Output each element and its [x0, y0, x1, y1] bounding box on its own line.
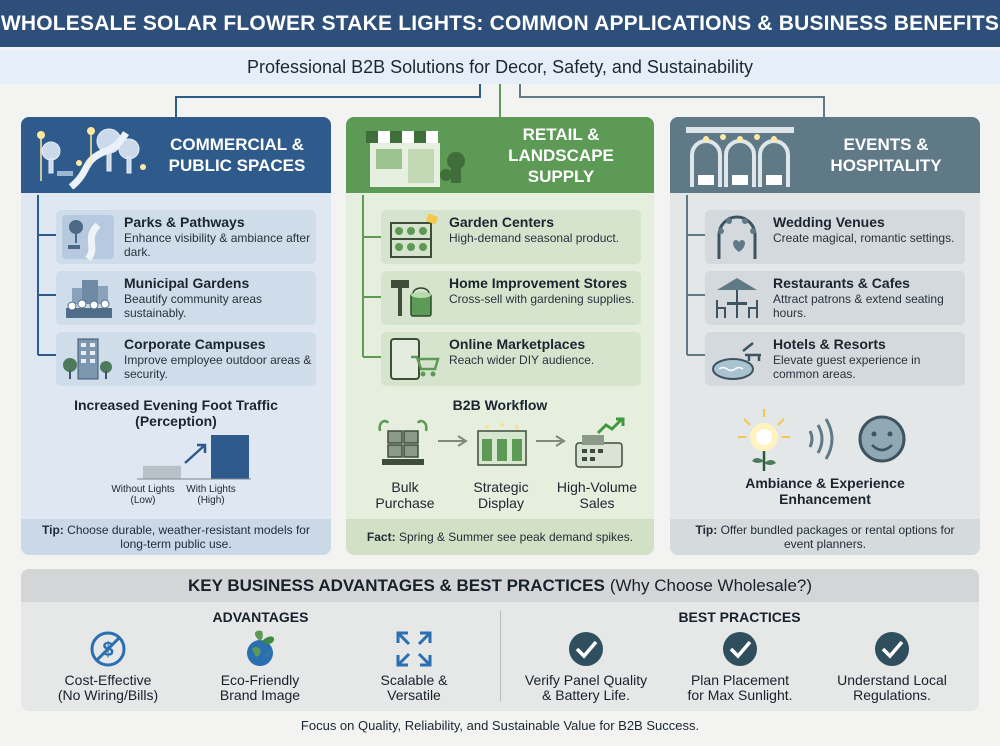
item-title: Wedding Venues — [773, 214, 885, 230]
eco-globe-icon — [247, 630, 275, 666]
cafe-table-icon — [716, 278, 758, 318]
item-desc: Enhance visibility & ambiance after dark… — [124, 231, 311, 259]
display-icon — [477, 423, 527, 466]
panel-commercial-public: COMMERCIAL & PUBLIC SPACES Parks & Pathw… — [21, 117, 331, 555]
list-item: Online Marketplaces Reach wider DIY audi… — [381, 332, 641, 386]
workflow-step-2: Strategic Display — [473, 479, 529, 511]
advantage-item: Eco-Friendly Brand Image — [185, 629, 335, 703]
footer-text: Focus on Quality, Reliability, and Susta… — [300, 718, 700, 733]
smiley-face-icon — [858, 415, 906, 463]
bar-label-high: With Lights (High) — [186, 484, 236, 506]
panel-header: EVENTS & HOSPITALITY — [670, 117, 980, 193]
item-title: Corporate Campuses — [124, 336, 266, 352]
expand-arrows-icon — [396, 631, 432, 667]
tree-connector — [37, 195, 56, 356]
garden-icon — [66, 280, 112, 318]
foot-traffic-title: Increased Evening Foot Traffic (Percepti… — [74, 397, 278, 429]
arcade-venue-icon — [686, 127, 794, 187]
item-title: Home Improvement Stores — [449, 275, 628, 291]
item-desc: Improve employee outdoor areas & securit… — [124, 353, 312, 381]
trend-arrow-icon — [184, 443, 207, 464]
page-subtitle: Professional B2B Solutions for Decor, Sa… — [0, 50, 1000, 84]
ambiance-icons — [738, 409, 906, 471]
item-desc: Elevate guest experience in common areas… — [773, 353, 921, 381]
check-circle-icon — [875, 632, 909, 666]
sound-waves-icon — [808, 418, 834, 460]
column-divider — [500, 611, 501, 701]
key-advantages-section: KEY BUSINESS ADVANTAGES & BEST PRACTICES… — [21, 569, 979, 711]
tablet-cart-icon — [390, 338, 440, 380]
panel-events-hospitality: EVENTS & HOSPITALITY Wedding Venues Crea… — [670, 117, 980, 555]
page-title: WHOLESALE SOLAR FLOWER STAKE LIGHTS: COM… — [0, 0, 1000, 47]
check-circle-icon — [723, 632, 757, 666]
panel-header: COMMERCIAL & PUBLIC SPACES — [21, 117, 331, 193]
advantages-title: ADVANTAGES — [212, 609, 309, 625]
best-practice-item: Plan Placement for Max Sunlight. — [665, 629, 815, 703]
plant-shelf-icon — [390, 213, 439, 258]
pool-lounger-icon — [712, 342, 761, 380]
advantage-item: $ Cost-Effective (No Wiring/Bills) — [33, 629, 183, 703]
solar-flower-light-icon — [738, 409, 790, 471]
list-item: Garden Centers High-demand seasonal prod… — [381, 210, 641, 264]
advantage-item: Scalable & Versatile — [339, 629, 489, 703]
storefront-icon — [366, 131, 465, 187]
tip-box: Tip: Offer bundled packages or rental op… — [670, 519, 980, 555]
hammer-paint-icon — [391, 280, 432, 317]
list-item: Home Improvement Stores Cross-sell with … — [381, 271, 641, 325]
panel-retail-landscape: RETAIL & LANDSCAPE SUPPLY Garden Centers… — [346, 117, 654, 555]
item-title: Hotels & Resorts — [773, 336, 886, 352]
pathway-icon — [62, 215, 114, 261]
list-item: Corporate Campuses Improve employee outd… — [56, 332, 316, 386]
list-item: Restaurants & Cafes Attract patrons & ex… — [705, 271, 965, 325]
item-title: Restaurants & Cafes — [773, 275, 910, 291]
bar-0 — [143, 465, 181, 479]
boxes-icon — [378, 419, 428, 465]
best-practice-item: Verify Panel Quality & Battery Life. — [511, 629, 661, 703]
list-item: Parks & Pathways Enhance visibility & am… — [56, 210, 316, 264]
panel-header: RETAIL & LANDSCAPE SUPPLY — [346, 117, 654, 193]
park-scene-icon — [37, 127, 146, 189]
item-title: Municipal Gardens — [124, 275, 250, 291]
arrow-right-icon — [536, 435, 566, 447]
workflow-step-3: High-Volume Sales — [556, 479, 638, 511]
list-item: Municipal Gardens Beautify community are… — [56, 271, 316, 325]
item-desc: High-demand seasonal product. — [449, 231, 620, 245]
ambiance-title: Ambiance & Experience Enhancement — [745, 475, 905, 507]
item-desc: Beautify community areas sustainably. — [124, 292, 263, 320]
foot-traffic-chart — [137, 435, 251, 480]
tip-box: Tip: Choose durable, weather-resistant m… — [21, 519, 331, 555]
office-building-icon — [63, 338, 112, 380]
no-dollar-icon: $ — [90, 631, 126, 667]
arrow-right-icon — [438, 435, 468, 447]
list-item: Wedding Venues Create magical, romantic … — [705, 210, 965, 264]
workflow-title: B2B Workflow — [452, 397, 548, 413]
panel-title: EVENTS & HOSPITALITY — [830, 135, 942, 175]
tree-connector — [686, 195, 705, 356]
item-title: Garden Centers — [449, 214, 555, 230]
workflow-step-1: Bulk Purchase — [375, 479, 435, 511]
bar-1 — [211, 435, 249, 479]
check-circle-icon — [569, 632, 603, 666]
item-desc: Attract patrons & extend seating hours. — [773, 292, 944, 320]
cash-register-icon — [575, 417, 625, 468]
item-title: Online Marketplaces — [449, 336, 586, 352]
best-practice-item: Understand Local Regulations. — [817, 629, 967, 703]
item-desc: Reach wider DIY audience. — [449, 353, 595, 367]
item-desc: Cross-sell with gardening supplies. — [449, 292, 635, 306]
panel-title: RETAIL & LANDSCAPE SUPPLY — [508, 124, 614, 186]
tree-connector — [362, 195, 381, 358]
panel-title: COMMERCIAL & PUBLIC SPACES — [168, 135, 306, 175]
list-item: Hotels & Resorts Elevate guest experienc… — [705, 332, 965, 386]
bar-label-low: Without Lights (Low) — [111, 484, 175, 506]
wedding-arch-icon — [717, 215, 757, 259]
best-practices-title: BEST PRACTICES — [678, 609, 801, 625]
item-desc: Create magical, romantic settings. — [773, 231, 955, 245]
item-title: Parks & Pathways — [124, 214, 245, 230]
fact-box: Fact: Spring & Summer see peak demand sp… — [346, 519, 654, 555]
section-header: KEY BUSINESS ADVANTAGES & BEST PRACTICES… — [21, 569, 979, 602]
